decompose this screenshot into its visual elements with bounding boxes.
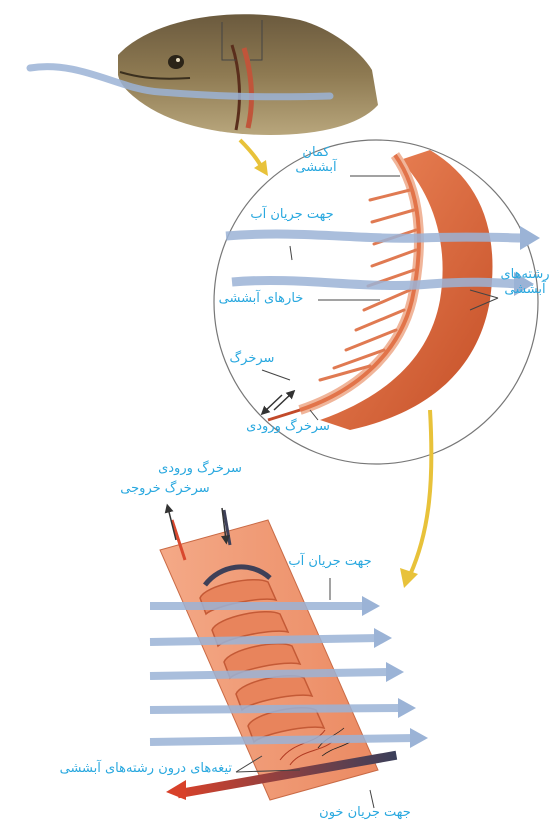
- fish-head-illustration: [118, 14, 378, 135]
- water-flow-arrow-circle-1: [226, 234, 528, 238]
- label-gill-rakers: خارهای آبششی: [206, 292, 316, 307]
- blood-flow-arrow-head: [166, 780, 186, 800]
- label-water-flow-2: جهت جریان آب: [270, 555, 390, 570]
- label-gill-arch: کمان آبششی: [286, 146, 346, 176]
- label-artery-out: سرخرگ خروجی: [100, 482, 230, 497]
- label-gill-filaments: رشته‌های آبششی: [496, 268, 554, 298]
- label-artery-in: سرخرگ ورودی: [238, 420, 338, 435]
- label-artery: سرخرگ: [222, 352, 282, 367]
- label-blood-flow: جهت جریان خون: [300, 806, 430, 821]
- label-artery-in-block: سرخرگ ورودی: [140, 462, 260, 477]
- gold-arrow-1: [240, 140, 262, 168]
- water-flow-arrow-circle-2: [232, 280, 522, 285]
- label-water-flow-1: جهت جریان آب: [232, 208, 352, 223]
- gold-arrow-head-2: [400, 568, 418, 588]
- water-flow-arrow-head-1: [520, 226, 540, 250]
- label-lamellae: تیغه‌های درون رشته‌های آبششی: [6, 762, 232, 777]
